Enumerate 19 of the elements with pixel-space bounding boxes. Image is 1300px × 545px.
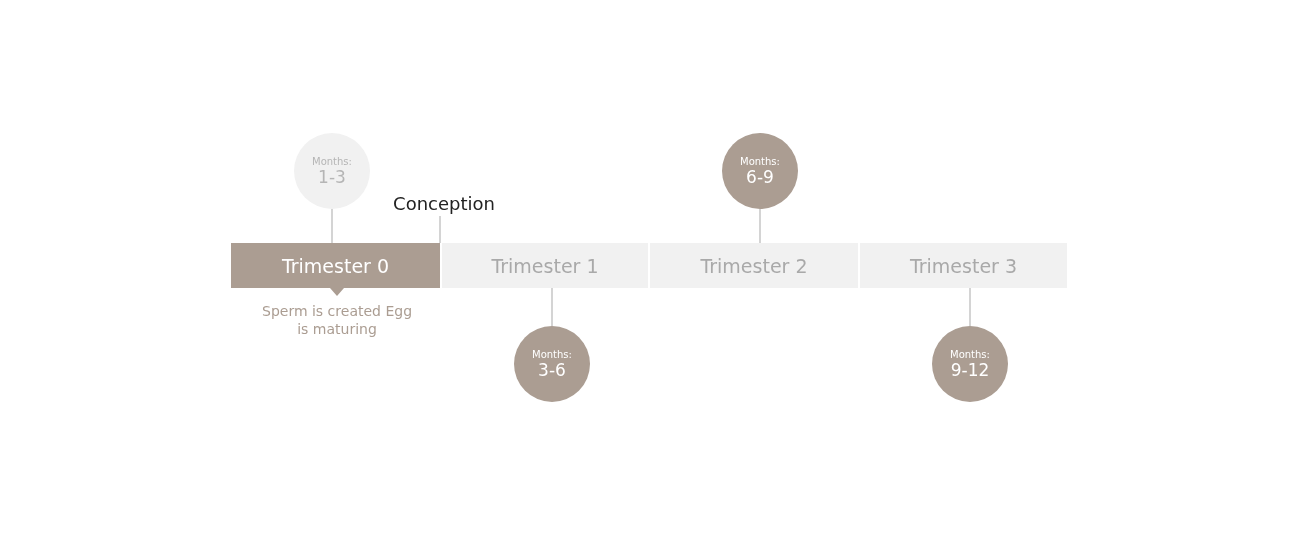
timeline-segment: Trimester 3 xyxy=(860,243,1067,288)
milestone-label: Conception xyxy=(384,190,504,216)
connector-line xyxy=(969,287,971,327)
timeline-segment: Trimester 0 xyxy=(231,243,440,288)
connector-line xyxy=(439,215,441,244)
timeline-segment: Trimester 1 xyxy=(442,243,648,288)
timeline-segment: Trimester 2 xyxy=(650,243,858,288)
months-caption: Months: xyxy=(532,348,572,360)
months-caption: Months: xyxy=(950,348,990,360)
connector-line xyxy=(759,208,761,244)
month-range: 9-12 xyxy=(950,359,990,380)
connector-line xyxy=(551,287,553,327)
months-caption: Months: xyxy=(312,155,352,167)
month-range: 1-3 xyxy=(318,166,346,187)
month-range: 6-9 xyxy=(746,166,774,187)
month-range: 3-6 xyxy=(538,359,566,380)
months-caption: Months: xyxy=(740,155,780,167)
connector-line xyxy=(331,208,333,244)
callout-text: Sperm is created Egg is maturing xyxy=(262,302,412,338)
